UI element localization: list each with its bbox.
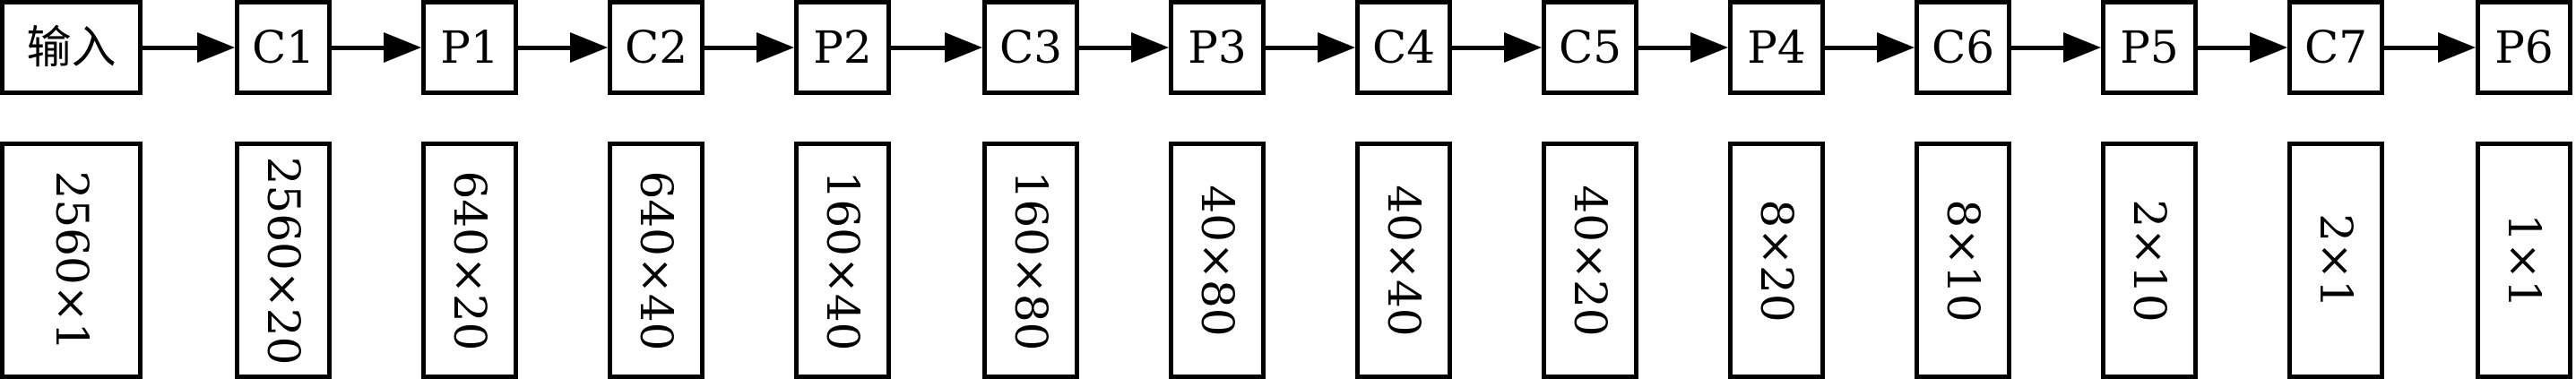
node-p5: P5 — [2101, 0, 2198, 95]
node-c4: C4 — [1355, 0, 1452, 95]
arrow-c5-to-p4 — [1638, 32, 1728, 63]
arrow-p2-to-c3 — [891, 32, 982, 63]
node-label: P5 — [2120, 22, 2179, 73]
node-label: P1 — [440, 22, 499, 73]
dimension-box-c4: 40×40 — [1355, 142, 1452, 379]
node-p1: P1 — [421, 0, 518, 95]
dimension-label: 40×20 — [1564, 184, 1616, 337]
arrow-c6-to-p5 — [2011, 32, 2101, 63]
node-c6: C6 — [1915, 0, 2011, 95]
dimension-label: 40×80 — [1191, 184, 1243, 337]
node-label: C5 — [1558, 22, 1622, 73]
node-p4: P4 — [1728, 0, 1825, 95]
dimension-box-c1: 2560×20 — [235, 142, 332, 379]
dimension-label: 640×40 — [630, 170, 682, 350]
arrow-p3-to-c4 — [1266, 32, 1355, 63]
dimension-box-p6: 1×1 — [2476, 142, 2572, 379]
node-input: 输入 — [0, 0, 143, 95]
node-label: 输入 — [26, 22, 117, 73]
dimension-box-c7: 2×1 — [2287, 142, 2384, 379]
node-label: C3 — [998, 22, 1063, 73]
dimension-box-p3: 40×80 — [1169, 142, 1266, 379]
dimension-box-c6: 8×10 — [1915, 142, 2011, 379]
dimension-box-p2: 160×40 — [794, 142, 891, 379]
node-label: P4 — [1747, 22, 1806, 73]
dimension-box-c2: 640×40 — [608, 142, 705, 379]
node-c1: C1 — [235, 0, 332, 95]
arrow-c4-to-c5 — [1452, 32, 1542, 63]
dimension-box-p5: 2×10 — [2101, 142, 2198, 379]
node-label: C6 — [1931, 22, 1995, 73]
node-c5: C5 — [1542, 0, 1638, 95]
node-label: P6 — [2494, 22, 2554, 73]
node-label: P2 — [813, 22, 872, 73]
dimension-label: 640×20 — [444, 170, 496, 350]
arrow-p4-to-c6 — [1825, 32, 1915, 63]
node-label: P3 — [1188, 22, 1247, 73]
dimension-label: 2560×1 — [45, 170, 98, 350]
dimension-box-p4: 8×20 — [1728, 142, 1825, 379]
dimension-label: 8×20 — [1750, 198, 1802, 323]
node-label: C1 — [251, 22, 316, 73]
node-p2: P2 — [794, 0, 891, 95]
dimension-label: 160×40 — [817, 170, 869, 350]
node-p3: P3 — [1169, 0, 1266, 95]
arrow-p1-to-c2 — [518, 32, 608, 63]
dimension-label: 8×10 — [1937, 198, 1989, 323]
node-label: C7 — [2304, 22, 2368, 73]
arrow-p5-to-c7 — [2198, 32, 2287, 63]
node-label: C4 — [1371, 22, 1436, 73]
node-c2: C2 — [608, 0, 705, 95]
node-c3: C3 — [982, 0, 1079, 95]
dimension-label: 160×80 — [1005, 170, 1057, 350]
dimension-label: 1×1 — [2498, 212, 2550, 308]
arrow-c1-to-p1 — [332, 32, 421, 63]
node-p6: P6 — [2476, 0, 2572, 95]
dimension-box-c5: 40×20 — [1542, 142, 1638, 379]
dimension-box-c3: 160×80 — [982, 142, 1079, 379]
node-label: C2 — [624, 22, 688, 73]
arrow-c3-to-p3 — [1079, 32, 1169, 63]
dimension-label: 40×40 — [1378, 184, 1430, 337]
dimension-box-p1: 640×20 — [421, 142, 518, 379]
dimension-label: 2×1 — [2310, 212, 2362, 308]
dimension-label: 2560×20 — [257, 156, 309, 365]
arrow-c2-to-p2 — [705, 32, 794, 63]
dimension-label: 2×10 — [2123, 198, 2175, 323]
arrow-c7-to-p6 — [2384, 32, 2476, 63]
node-c7: C7 — [2287, 0, 2384, 95]
arrow-input-to-c1 — [143, 32, 235, 63]
dimension-box-input: 2560×1 — [0, 142, 143, 379]
